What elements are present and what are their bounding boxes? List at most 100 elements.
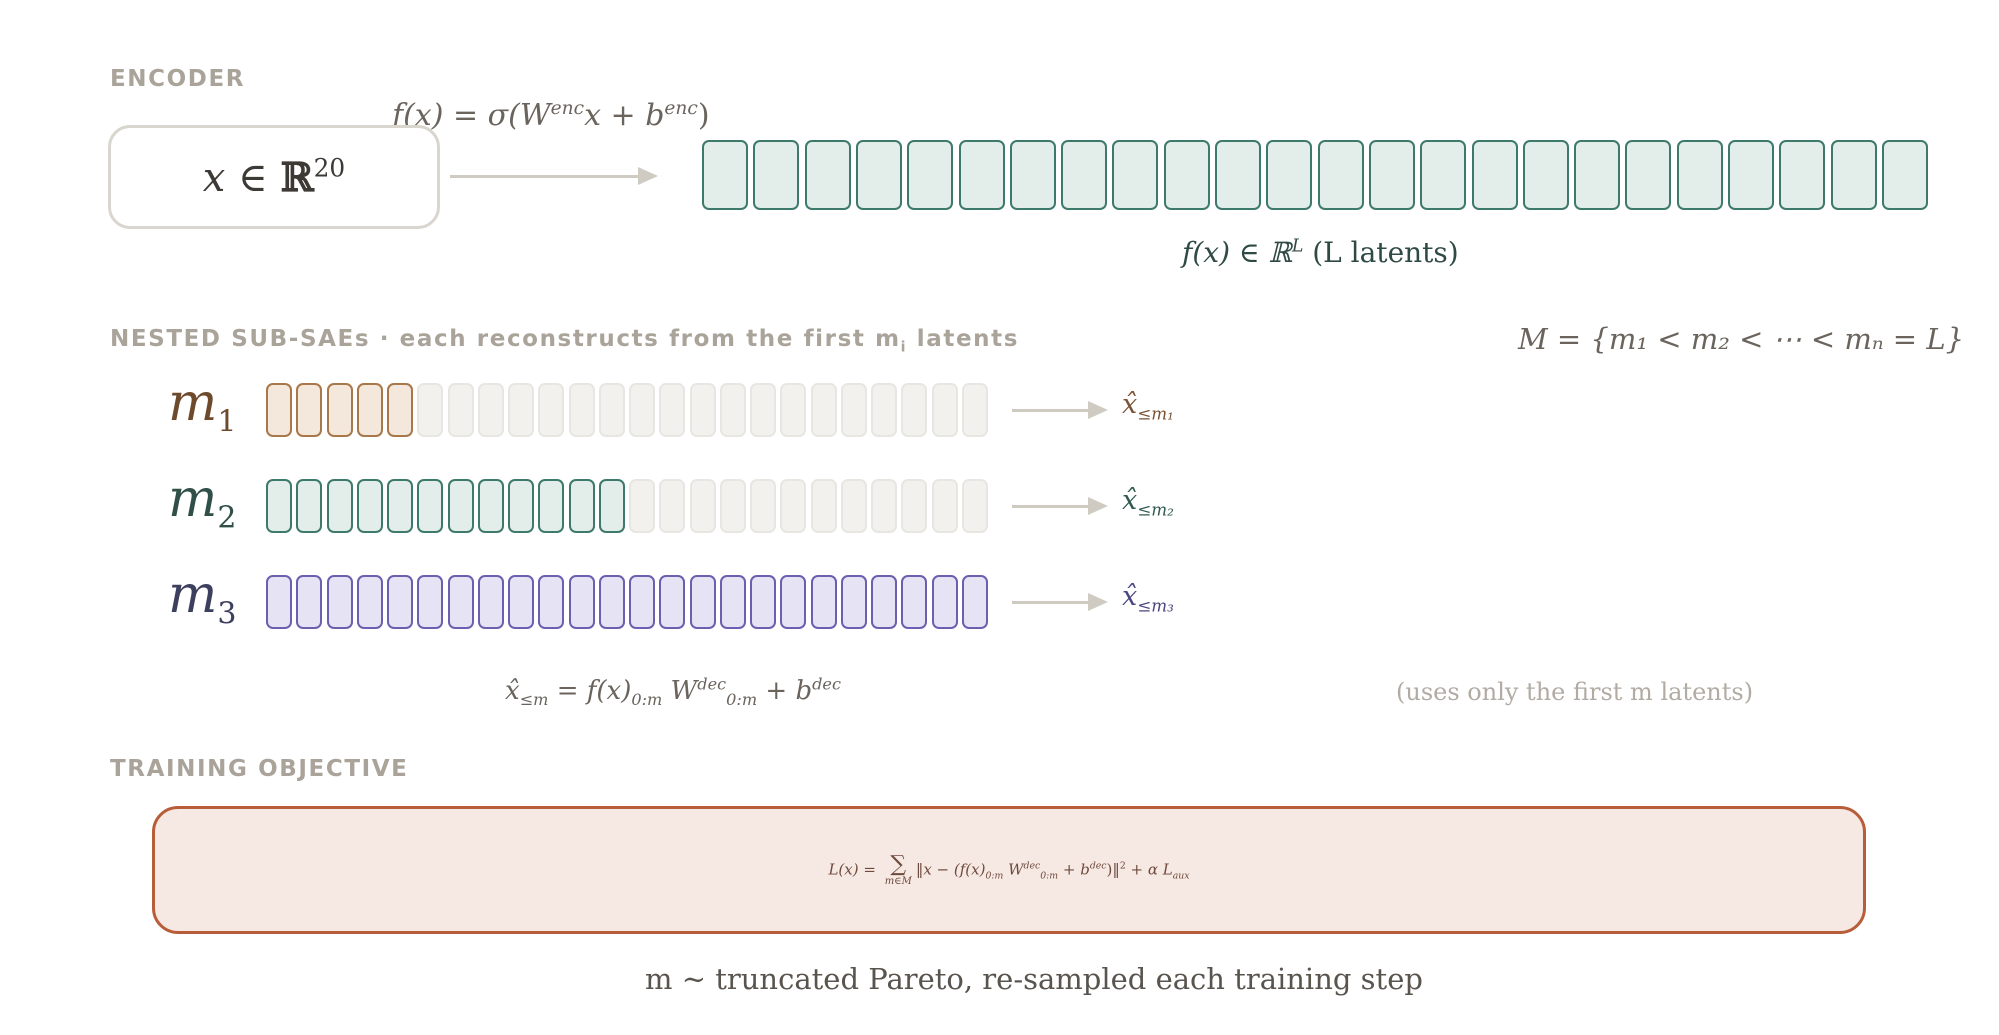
set-definition: M = {m₁ < m₂ < ⋯ < mₙ = L} xyxy=(1518,322,1965,356)
latent-cell xyxy=(855,140,902,210)
latent-cell xyxy=(1830,140,1877,210)
latent-cell xyxy=(804,140,851,210)
active-latent-cell xyxy=(266,383,292,437)
decoder-note: (uses only the first m latents) xyxy=(1396,678,1754,706)
inactive-latent-cell xyxy=(871,383,897,437)
inactive-latent-cell xyxy=(629,479,655,533)
active-latent-cell xyxy=(538,479,565,533)
inactive-latent-cell xyxy=(598,383,625,437)
latent-cell xyxy=(1471,140,1518,210)
active-latent-cell xyxy=(901,575,928,629)
active-latent-cell xyxy=(840,575,867,629)
inactive-latent-cell xyxy=(659,479,686,533)
inactive-latent-cell xyxy=(901,479,928,533)
encoder-arrow-head xyxy=(638,167,658,185)
latent-cell xyxy=(1215,140,1261,210)
latent-cell xyxy=(1574,140,1621,210)
active-latent-cell xyxy=(719,575,746,629)
active-latent-cell xyxy=(477,575,504,629)
active-latent-cell xyxy=(417,575,444,629)
reconstruction-arrow xyxy=(1012,409,1090,412)
inactive-latent-cell xyxy=(719,383,746,437)
inactive-latent-cell xyxy=(719,479,746,533)
encoder-equation: f(x) = σ(Wencx + benc) xyxy=(392,98,710,133)
latent-cell xyxy=(1728,140,1774,210)
active-latent-cell xyxy=(961,575,988,629)
inactive-latent-cell xyxy=(810,383,837,437)
inactive-latent-cell xyxy=(447,383,474,437)
inactive-latent-cell xyxy=(931,383,958,437)
latent-cell xyxy=(907,140,954,210)
active-latent-cell xyxy=(296,383,323,437)
reconstruction-m1: x̂≤m₁ xyxy=(1122,389,1174,424)
inactive-latent-cell xyxy=(477,383,504,437)
inactive-latent-cell xyxy=(689,479,716,533)
active-latent-cell xyxy=(447,479,474,533)
latent-cell xyxy=(1163,140,1210,210)
active-latent-cell xyxy=(447,575,474,629)
latent-caption: f(x) ∈ ℝL (L latents) xyxy=(1182,236,1459,269)
reconstruction-m2: x̂≤m₂ xyxy=(1122,485,1174,520)
input-vector-box: x ∈ ℝ20 xyxy=(108,125,440,229)
active-latent-cell xyxy=(598,479,625,533)
inactive-latent-cell xyxy=(659,383,686,437)
active-latent-cell xyxy=(477,479,504,533)
active-latent-cell xyxy=(326,383,353,437)
latent-cell xyxy=(1266,140,1313,210)
active-latent-cell xyxy=(296,575,323,629)
latent-cell xyxy=(1112,140,1159,210)
active-latent-cell xyxy=(508,479,534,533)
inactive-latent-cell xyxy=(508,383,534,437)
latent-cell xyxy=(1625,140,1672,210)
inactive-latent-cell xyxy=(750,383,776,437)
latent-cell xyxy=(753,140,800,210)
active-latent-cell xyxy=(810,575,837,629)
inactive-latent-cell xyxy=(810,479,837,533)
reconstruction-arrow-head xyxy=(1088,593,1108,611)
active-latent-cell xyxy=(387,383,413,437)
reconstruction-arrow-head xyxy=(1088,497,1108,515)
inactive-latent-cell xyxy=(780,383,807,437)
sub-sae-label-m1: m1 xyxy=(168,373,237,440)
inactive-latent-cell xyxy=(417,383,444,437)
loss-box: L(x) = ∑m∈M‖x − (f(x)0:m Wdec0:m + bdec)… xyxy=(152,806,1866,934)
active-latent-cell xyxy=(508,575,534,629)
latent-cell xyxy=(958,140,1005,210)
inactive-latent-cell xyxy=(538,383,565,437)
sub-sae-label-m2: m2 xyxy=(168,469,237,536)
inactive-latent-cell xyxy=(568,383,595,437)
active-latent-cell xyxy=(356,575,383,629)
active-latent-cell xyxy=(387,479,413,533)
decoder-equation: x̂≤m = f(x)0:m Wdec0:m + bdec xyxy=(505,674,841,710)
latent-cell xyxy=(702,140,748,210)
inactive-latent-cell xyxy=(961,479,988,533)
active-latent-cell xyxy=(598,575,625,629)
active-latent-cell xyxy=(750,575,776,629)
inactive-latent-cell xyxy=(931,479,958,533)
encoder-section-label: ENCODER xyxy=(110,66,246,92)
inactive-latent-cell xyxy=(750,479,776,533)
reconstruction-arrow xyxy=(1012,505,1090,508)
latent-cell xyxy=(1368,140,1415,210)
sub-sae-label-m3: m3 xyxy=(168,565,237,632)
active-latent-cell xyxy=(568,479,595,533)
active-latent-cell xyxy=(689,575,716,629)
nested-section-label: NESTED SUB-SAEs · each reconstructs from… xyxy=(110,326,1020,356)
active-latent-cell xyxy=(659,575,686,629)
reconstruction-arrow xyxy=(1012,601,1090,604)
sampling-note: m ∼ truncated Pareto, re-sampled each tr… xyxy=(645,962,1423,996)
active-latent-cell xyxy=(266,479,292,533)
latent-cell xyxy=(1317,140,1364,210)
active-latent-cell xyxy=(266,575,292,629)
active-latent-cell xyxy=(417,479,444,533)
input-space-label: x ∈ ℝ20 xyxy=(202,153,346,201)
encoder-arrow xyxy=(450,175,640,178)
inactive-latent-cell xyxy=(901,383,928,437)
inactive-latent-cell xyxy=(871,479,897,533)
latent-cell xyxy=(1009,140,1056,210)
inactive-latent-cell xyxy=(629,383,655,437)
latent-cell xyxy=(1522,140,1569,210)
active-latent-cell xyxy=(780,575,807,629)
inactive-latent-cell xyxy=(780,479,807,533)
inactive-latent-cell xyxy=(689,383,716,437)
